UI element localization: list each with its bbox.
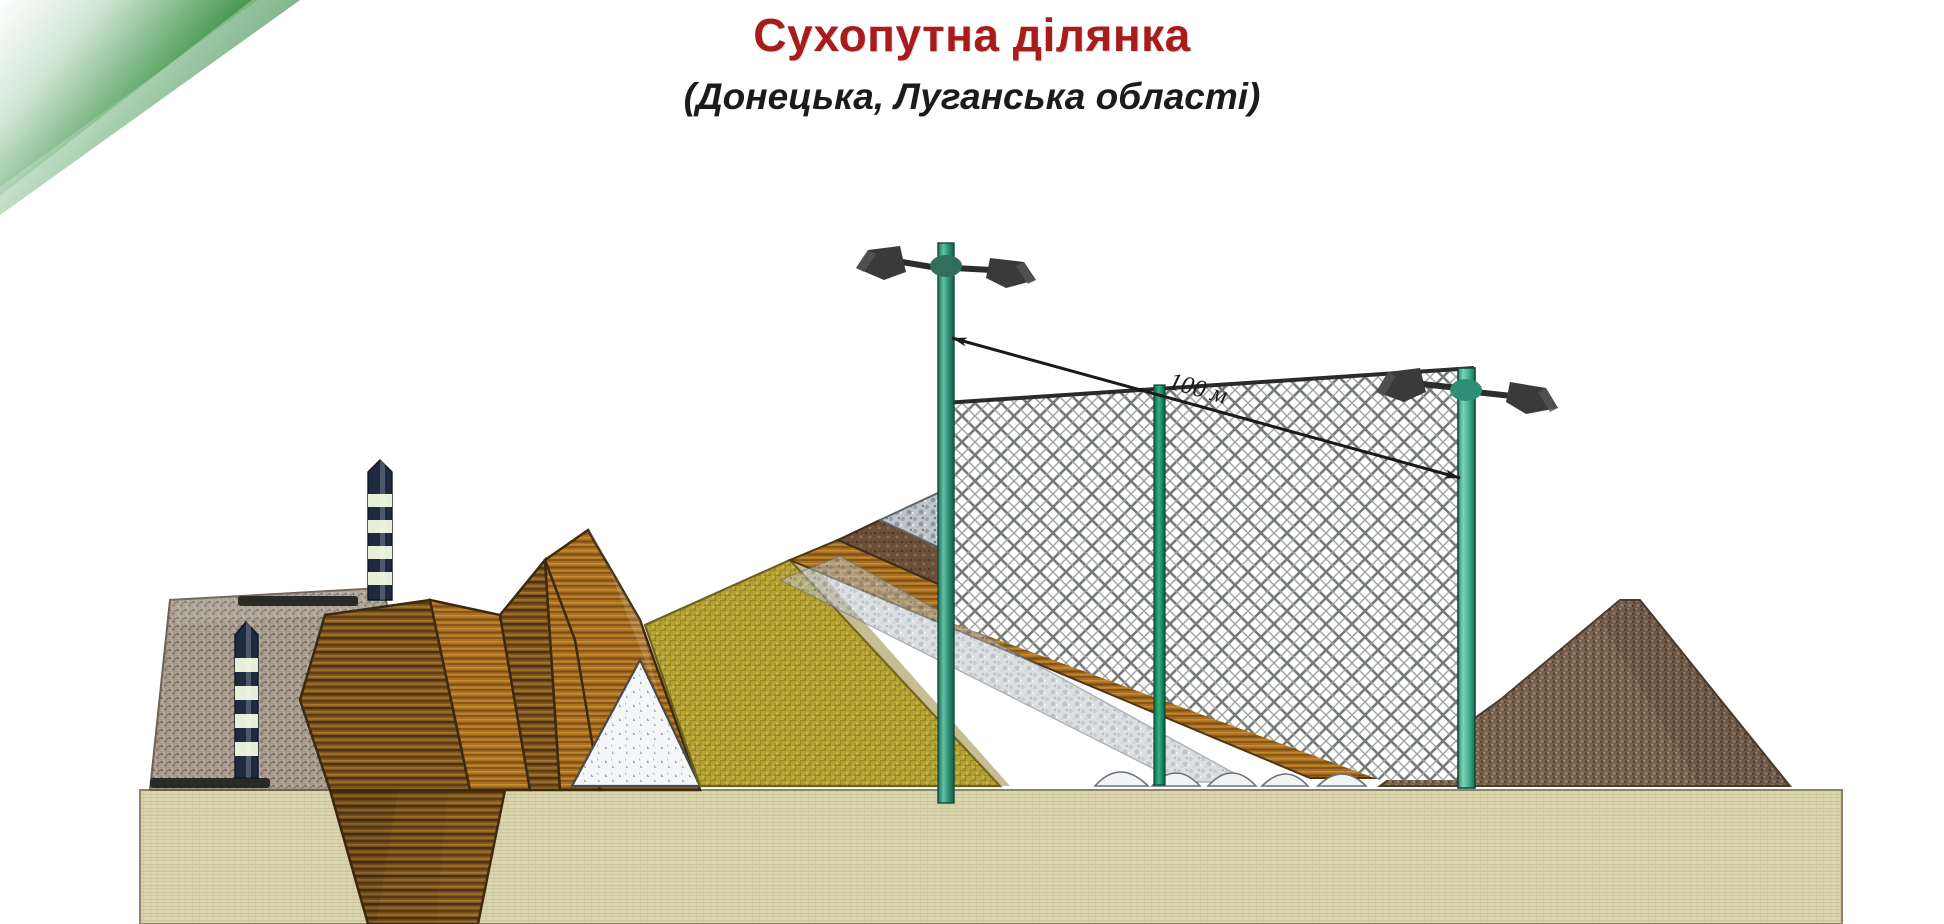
rubble-mound: [570, 657, 702, 788]
left-mast-hub: [930, 255, 962, 277]
marker-post-lower: [234, 620, 259, 779]
right-mast-hub: [1450, 379, 1482, 401]
right-gravel-slope: [1376, 599, 1793, 787]
right-mast-pole: [1457, 367, 1476, 789]
gravel-pad-edge-bar: [238, 596, 358, 606]
page-title: Сухопутна ділянка: [753, 9, 1191, 61]
gravel-pad-edge-bar-lower: [150, 778, 270, 788]
dimension-arrow-line: [951, 336, 1461, 480]
earth-cut-walls: [298, 537, 602, 792]
left-mast-pole: [937, 242, 955, 804]
sand-layer: [643, 558, 1010, 788]
fence-mid-post: [1153, 384, 1166, 786]
page-subtitle: (Донецька, Луганська області): [683, 76, 1261, 117]
marker-post-upper: [367, 459, 393, 601]
subsoil-base: [139, 789, 1843, 924]
left-lamp-post[interactable]: [856, 242, 1036, 804]
